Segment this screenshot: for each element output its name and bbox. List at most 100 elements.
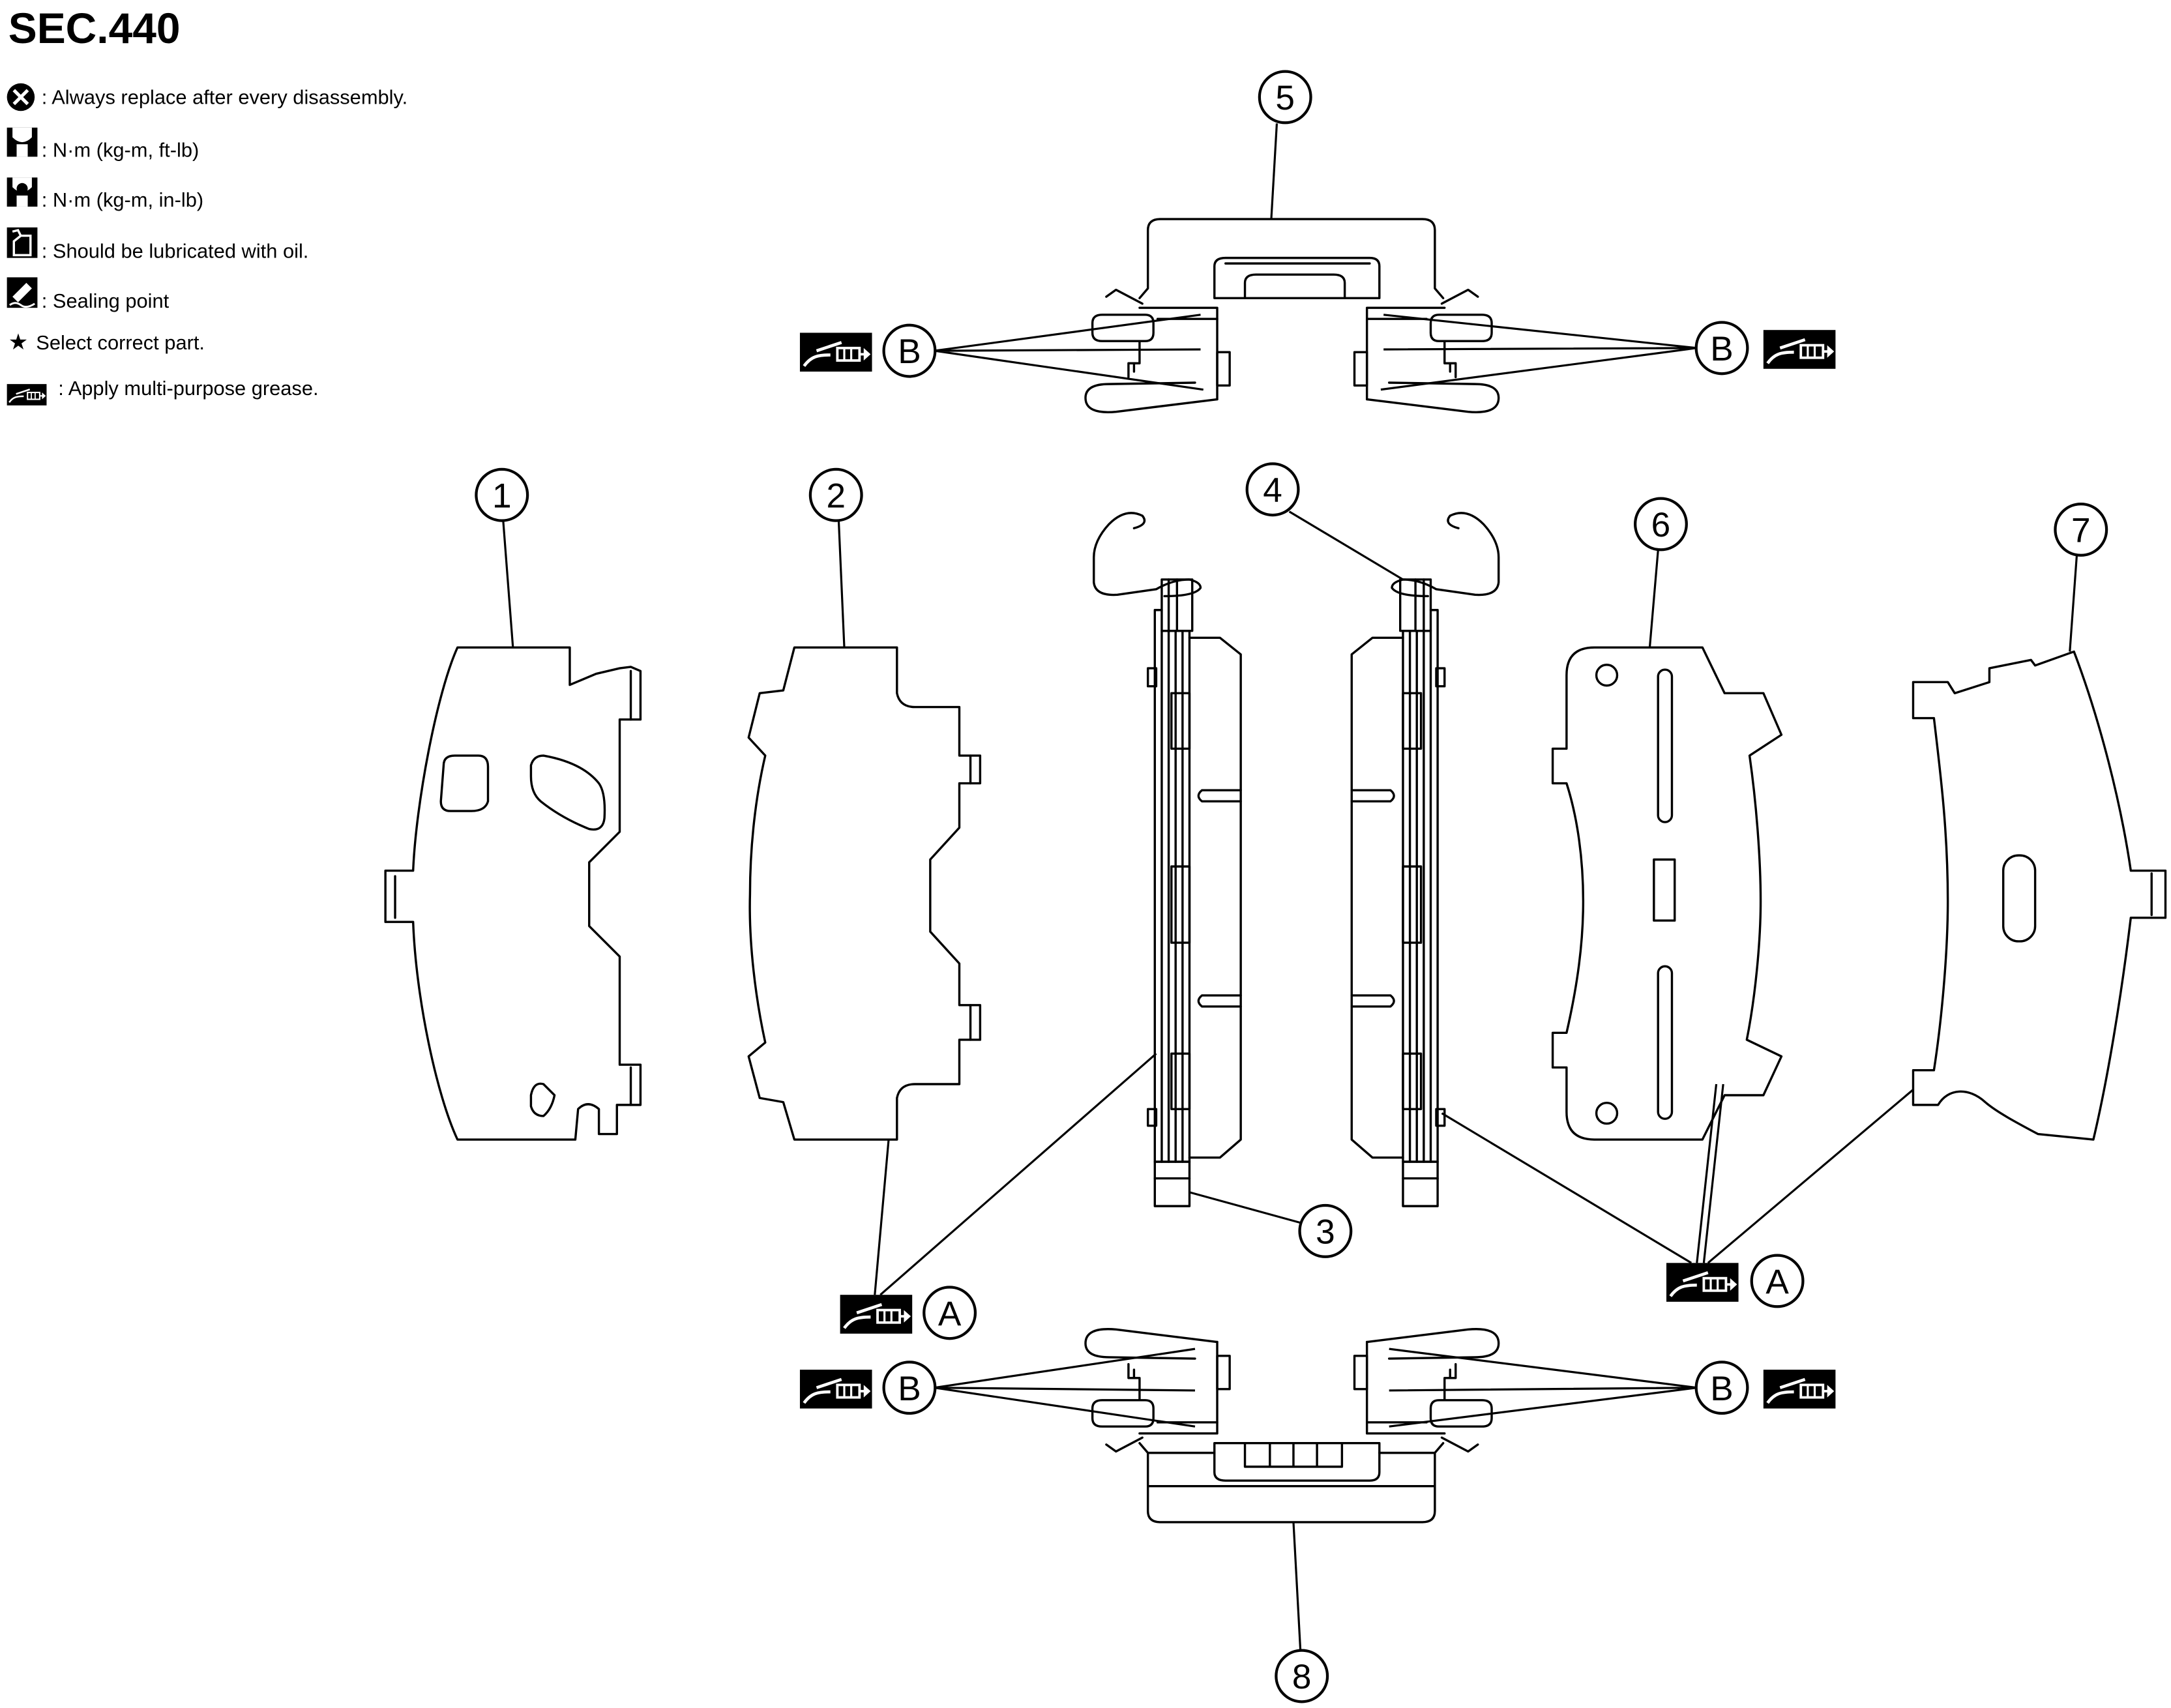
- legend-text: : Apply multi-purpose grease.: [58, 377, 318, 400]
- callout-grease-b-top-right: B: [1694, 321, 1749, 375]
- legend-text: : Sealing point: [42, 289, 170, 312]
- shim-cover-hole: [529, 754, 606, 831]
- grease-icon: [6, 383, 48, 407]
- upper-right-clip: [1353, 288, 1500, 413]
- leader-line-part-5: [1270, 123, 1278, 220]
- legend-text: : N·m (kg-m, in-lb): [42, 188, 203, 211]
- part-6-brake-pad: [1551, 646, 1783, 1141]
- callout-label: 5: [1275, 79, 1295, 117]
- shim-cover-tab-lines: [394, 670, 632, 1106]
- star-icon: ★: [8, 330, 29, 355]
- callout-part-7: 7: [2054, 502, 2108, 557]
- upper-left-clip: [1084, 288, 1231, 413]
- callout-label: 1: [492, 477, 512, 515]
- outer-shim-slot: [2002, 854, 2037, 943]
- part-4-outer-pad-side-view: [1350, 512, 1500, 1207]
- leader-lines: [502, 123, 2078, 1650]
- leader-line-part-7: [2069, 555, 2078, 652]
- callout-grease-b-bottom-right: B: [1694, 1361, 1749, 1415]
- callout-label: 2: [826, 477, 846, 515]
- leader-line-part-3: [1189, 1191, 1301, 1224]
- legend-text: : Should be lubricated with oil.: [42, 240, 309, 263]
- leader-line-part-4: [1288, 510, 1404, 581]
- leader-line-grease-a-left: [874, 1053, 1157, 1296]
- torque-ft-lb-icon: [7, 127, 38, 157]
- brake-pad-slot: [1653, 858, 1676, 922]
- callout-part-1: 1: [475, 467, 529, 522]
- callout-label: 3: [1316, 1213, 1335, 1252]
- callout-label: A: [1765, 1263, 1789, 1301]
- outer-shim-outline: [1912, 650, 2167, 1141]
- grease-icon: [840, 1295, 913, 1334]
- oil-lubricate-icon: [7, 227, 38, 258]
- lower-retainer-plate: [1138, 1442, 1445, 1524]
- callout-label: B: [898, 332, 921, 371]
- callout-label: B: [1710, 330, 1733, 368]
- legend-text: Select correct part.: [36, 331, 205, 354]
- leader-line-part-6: [1648, 550, 1659, 648]
- callout-label: B: [1710, 1370, 1733, 1408]
- callout-label: 7: [2071, 512, 2091, 550]
- section-title: SEC.440: [8, 4, 181, 52]
- shim-cover-hole: [529, 1082, 556, 1117]
- callout-grease-b-top-left: B: [882, 323, 937, 378]
- brake-pad-hole: [1595, 664, 1619, 687]
- shim-cover-outline: [384, 646, 642, 1141]
- brake-pad-slot: [1657, 668, 1674, 823]
- legend-row-torque-ft-lb: : N·m (kg-m, ft-lb): [7, 127, 199, 161]
- part-5-upper-retainer: [1084, 218, 1500, 413]
- callout-label: 8: [1292, 1658, 1312, 1696]
- callout-label: A: [938, 1295, 962, 1333]
- callout-part-3: 3: [1298, 1203, 1353, 1258]
- legend-row-always-replace: : Always replace after every disassembly…: [7, 83, 407, 111]
- part-3-inner-pad-side-view: [1093, 512, 1242, 1207]
- brake-pad-outline: [1551, 646, 1783, 1141]
- leader-line-part-2: [837, 521, 846, 648]
- shim-cover-hole: [439, 754, 490, 812]
- grease-icon: [1666, 1263, 1739, 1302]
- legend-text: : N·m (kg-m, ft-lb): [42, 138, 199, 161]
- callout-part-4: 4: [1245, 462, 1300, 517]
- legend-row-sealing: : Sealing point: [7, 277, 170, 312]
- sealing-point-icon: [7, 277, 38, 308]
- leader-line-grease-b-top-left: [934, 314, 1204, 391]
- legend-row-torque-in-lb: : N·m (kg-m, in-lb): [7, 177, 203, 211]
- callout-part-5: 5: [1258, 70, 1312, 125]
- grease-icon: [800, 1370, 872, 1409]
- legend-row-select-part: ★ Select correct part.: [8, 330, 205, 355]
- callout-part-6: 6: [1634, 497, 1688, 552]
- part-1-shim-cover: [384, 646, 642, 1141]
- brake-pad-hole: [1595, 1101, 1619, 1125]
- leader-line-grease-a-right: [1441, 1083, 1914, 1264]
- legend: : Always replace after every disassembly…: [6, 83, 407, 407]
- inner-shim-outline: [747, 646, 982, 1141]
- part-2-inner-shim: [747, 646, 982, 1141]
- lower-retainer-bridge: [1213, 1442, 1381, 1482]
- grease-icon: [1764, 1370, 1836, 1409]
- upper-retainer-bridge: [1213, 256, 1381, 300]
- leader-line-part-1: [502, 521, 514, 648]
- callout-part-2: 2: [808, 467, 863, 522]
- always-replace-icon: [7, 83, 35, 111]
- upper-retainer-plate: [1138, 218, 1445, 300]
- callout-label: 6: [1651, 506, 1671, 544]
- legend-row-oil: : Should be lubricated with oil.: [7, 227, 309, 263]
- grease-icon: [800, 332, 872, 372]
- callout-label: B: [898, 1370, 921, 1408]
- leader-line-grease-b-bottom-right: [1389, 1347, 1697, 1428]
- brake-pad-slot: [1657, 965, 1674, 1120]
- callout-grease-b-bottom-left: B: [882, 1361, 937, 1415]
- callout-part-8: 8: [1275, 1649, 1329, 1703]
- leader-line-part-8: [1292, 1522, 1302, 1650]
- callout-label: 4: [1263, 471, 1282, 510]
- callout-grease-a-left: A: [923, 1286, 977, 1340]
- grease-icon: [1764, 330, 1836, 369]
- torque-in-lb-icon: [7, 177, 38, 207]
- leader-line-grease-b-top-right: [1380, 314, 1697, 391]
- legend-row-grease: : Apply multi-purpose grease.: [6, 377, 319, 407]
- part-7-outer-shim: [1912, 650, 2167, 1141]
- callout-grease-a-right: A: [1750, 1254, 1805, 1308]
- part-8-lower-retainer: [1084, 1328, 1500, 1524]
- leader-line-grease-b-bottom-left: [934, 1347, 1196, 1428]
